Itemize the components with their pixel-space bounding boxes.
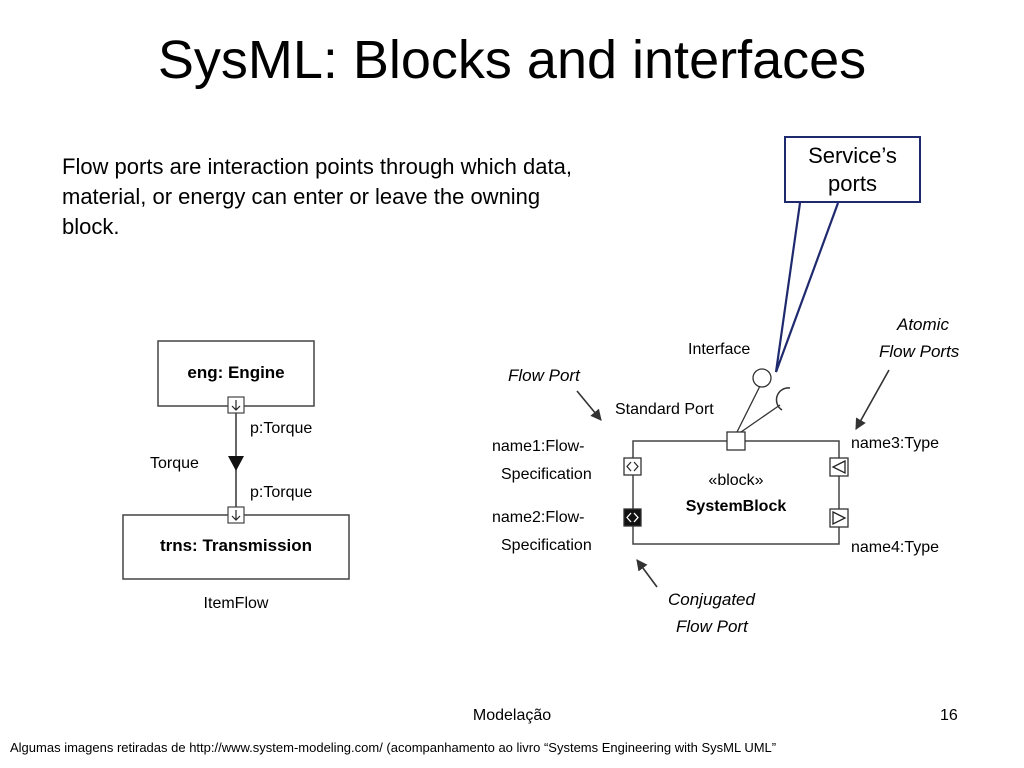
item-flow-arrow-icon bbox=[228, 456, 244, 471]
conjugated-port-arrow bbox=[636, 559, 658, 588]
flow-label: Torque bbox=[150, 455, 199, 472]
block-stereotype: «block» bbox=[708, 472, 763, 489]
provided-interface-stem bbox=[736, 385, 761, 433]
provided-interface-icon bbox=[752, 368, 772, 388]
atomic-port-arrow bbox=[855, 369, 890, 430]
required-interface-stem bbox=[740, 404, 781, 433]
slide-title: SysML: Blocks and interfaces bbox=[157, 30, 867, 90]
service-ports-callout: Service’s ports bbox=[784, 136, 921, 203]
standard-port-label: Standard Port bbox=[615, 401, 714, 418]
atomic-note-line1: Atomic bbox=[896, 315, 949, 334]
flow-port-arrow bbox=[576, 390, 602, 421]
port2-label-line2: Specification bbox=[501, 537, 592, 554]
transmission-block-label: trns: Transmission bbox=[160, 536, 312, 555]
in-arrow-icon bbox=[831, 459, 846, 475]
atomic-port-4 bbox=[829, 508, 849, 528]
port4-label: name4:Type bbox=[851, 539, 939, 556]
source-note: Algumas imagens retiradas de http://www.… bbox=[10, 740, 777, 755]
right-diagram: «block» SystemBlock Interface Standard P… bbox=[492, 202, 960, 636]
port3-label: name3:Type bbox=[851, 435, 939, 452]
body-text: Flow ports are interaction points throug… bbox=[62, 154, 572, 239]
port1-label-line1: name1:Flow- bbox=[492, 438, 584, 455]
bidirectional-icon bbox=[626, 461, 639, 472]
port1-label-line2: Specification bbox=[501, 466, 592, 483]
required-interface-icon bbox=[775, 387, 791, 411]
top-port-label: p:Torque bbox=[250, 420, 312, 437]
atomic-port-3 bbox=[829, 457, 849, 477]
port2-label-line1: name2:Flow- bbox=[492, 509, 584, 526]
flow-port-1 bbox=[623, 457, 642, 476]
page-number: 16 bbox=[940, 707, 958, 724]
slide-footer: Modelação bbox=[472, 707, 552, 724]
flow-port-2-conjugated bbox=[623, 508, 642, 527]
engine-block-label: eng: Engine bbox=[187, 363, 284, 382]
conjugated-icon bbox=[626, 512, 639, 523]
flow-port-note: Flow Port bbox=[508, 366, 581, 385]
out-arrow-icon bbox=[832, 510, 847, 526]
atomic-note-line2: Flow Ports bbox=[879, 342, 960, 361]
bottom-port-label: p:Torque bbox=[250, 484, 312, 501]
callout-pointer bbox=[774, 202, 840, 373]
interface-label: Interface bbox=[688, 341, 750, 358]
engine-block bbox=[157, 340, 315, 407]
transmission-port-arrow-icon bbox=[231, 510, 241, 521]
block-name: SystemBlock bbox=[686, 498, 787, 515]
engine-port-arrow-icon bbox=[231, 400, 241, 411]
system-block bbox=[632, 440, 840, 545]
conjugated-note-line1: Conjugated bbox=[668, 590, 756, 609]
standard-port bbox=[726, 431, 746, 451]
conjugated-note-line2: Flow Port bbox=[676, 617, 749, 636]
left-diagram: eng: Engine p:Torque Torque p:Torque trn… bbox=[122, 340, 350, 612]
item-flow-caption: ItemFlow bbox=[204, 595, 269, 612]
